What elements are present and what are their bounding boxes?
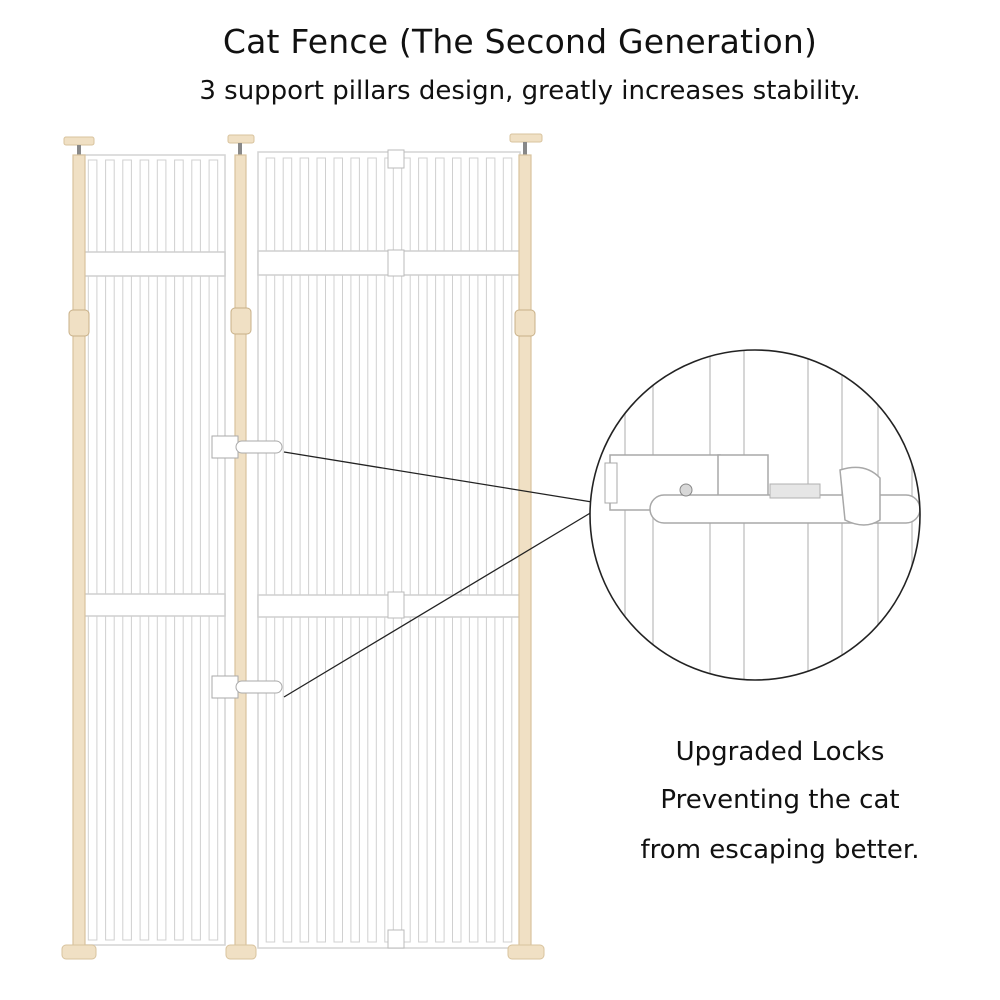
fence-bar: [435, 157, 445, 943]
page-subtitle: 3 support pillars design, greatly increa…: [199, 76, 861, 106]
fence-bar: [333, 157, 343, 943]
fence-bar: [367, 157, 377, 943]
fence-bar: [418, 157, 428, 943]
left-bottom-crossbar: [79, 593, 226, 617]
callout-line-1: Upgraded Locks: [675, 737, 885, 767]
fence-bar: [105, 159, 115, 941]
fence-bar: [191, 159, 201, 941]
support-pillars: [61, 133, 545, 960]
lock-zoom-detail: [589, 349, 921, 681]
callout-line-2: Preventing the cat: [660, 785, 900, 815]
fence-bar: [265, 157, 276, 943]
hinge-bottom: [387, 929, 405, 949]
pillar-right: [507, 133, 545, 960]
fence-bar: [468, 157, 479, 943]
right-panel-bars: [265, 157, 513, 943]
hinge-middle: [387, 249, 405, 277]
left-top-crossbar: [79, 251, 226, 277]
fence-bar: [350, 157, 360, 943]
page-title: Cat Fence (The Second Generation): [222, 22, 818, 61]
fence-bar: [502, 157, 513, 943]
fence-bar: [282, 157, 293, 943]
fence-bar: [401, 157, 411, 943]
fence-bar: [452, 157, 462, 943]
fence-bar: [156, 159, 167, 941]
leader-line-upper: [283, 451, 593, 503]
hinge-lower: [387, 591, 405, 619]
callout-line-3: from escaping better.: [640, 835, 920, 865]
upper-lock: [211, 435, 283, 459]
fence-bar: [174, 159, 184, 941]
fence-bar: [122, 159, 132, 941]
left-panel-bars: [87, 159, 219, 941]
hinge-top: [387, 149, 405, 169]
pillar-middle: [225, 134, 257, 960]
right-fence-panel: [257, 149, 521, 949]
fence-bar: [139, 159, 150, 941]
left-fence-panel: [79, 154, 226, 946]
fence-bar: [485, 157, 496, 943]
pillar-left: [61, 136, 97, 960]
lower-lock: [211, 675, 283, 699]
fence-bar: [299, 157, 310, 943]
leader-line-lower: [283, 511, 593, 698]
fence-bar: [87, 159, 98, 941]
fence-bar: [316, 157, 326, 943]
fence-bar: [208, 159, 219, 941]
